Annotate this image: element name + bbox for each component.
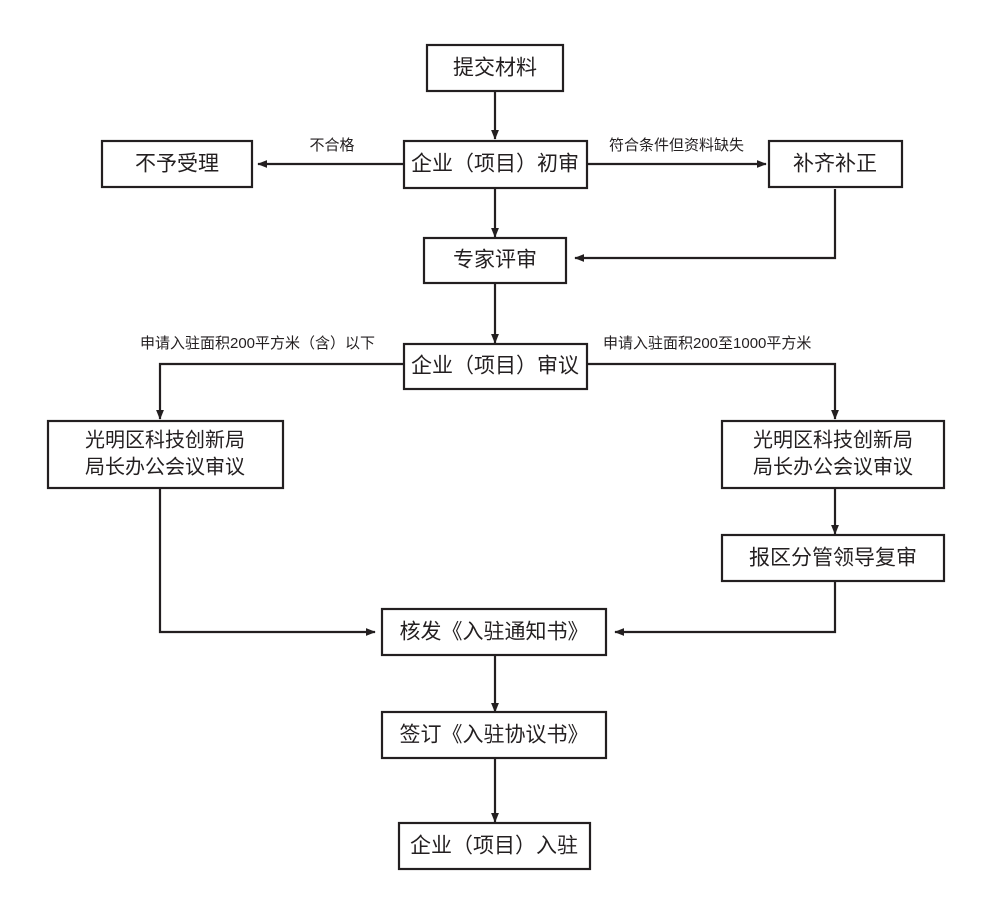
edge-deliberation-to-bureau-right: [587, 362, 839, 420]
node-reject[interactable]: 不予受理: [100, 139, 254, 189]
node-move-in[interactable]: 企业（项目）入驻: [397, 821, 592, 871]
edge-label-unqualified: 不合格: [309, 137, 354, 154]
node-submit[interactable]: 提交材料: [425, 43, 565, 93]
node-expert-review[interactable]: 专家评审: [422, 236, 568, 285]
node-supplement-label: 补齐补正: [793, 153, 877, 176]
edge-label-area-large: 申请入驻面积200至1000平方米: [603, 335, 811, 352]
node-deliberation[interactable]: 企业（项目）审议: [402, 342, 589, 391]
edge-bureau-left-to-issue-notice: [158, 488, 376, 636]
node-district-lead-label: 报区分管领导复审: [749, 547, 917, 570]
node-sign-agreement-label: 签订《入驻协议书》: [400, 724, 589, 747]
node-bureau-right[interactable]: 光明区科技创新局 局长办公会议审议: [720, 419, 946, 490]
node-supplement[interactable]: 补齐补正: [767, 139, 904, 189]
edge-deliberation-to-bureau-left: [156, 362, 404, 420]
node-sign-agreement[interactable]: 签订《入驻协议书》: [380, 710, 608, 760]
node-submit-label: 提交材料: [453, 57, 537, 80]
node-reject-label: 不予受理: [135, 153, 219, 176]
node-bureau-left-label-line2: 局长办公会议审议: [85, 455, 245, 478]
node-move-in-label: 企业（项目）入驻: [410, 835, 578, 858]
node-district-lead[interactable]: 报区分管领导复审: [720, 533, 946, 583]
node-issue-notice[interactable]: 核发《入驻通知书》: [380, 607, 608, 657]
node-bureau-right-label-line1: 光明区科技创新局: [753, 428, 913, 451]
node-first-review-label: 企业（项目）初审: [411, 153, 579, 176]
edge-label-missing-material: 符合条件但资料缺失: [609, 137, 744, 154]
node-bureau-left-label-line1: 光明区科技创新局: [85, 428, 245, 451]
node-issue-notice-label: 核发《入驻通知书》: [400, 621, 589, 644]
node-bureau-right-label-line2: 局长办公会议审议: [753, 455, 913, 478]
node-first-review[interactable]: 企业（项目）初审: [402, 139, 589, 190]
node-bureau-left[interactable]: 光明区科技创新局 局长办公会议审议: [46, 419, 285, 490]
node-deliberation-label: 企业（项目）审议: [411, 355, 579, 378]
edge-label-area-small: 申请入驻面积200平方米（含）以下: [140, 335, 375, 352]
edge-supplement-to-expert-review: [574, 189, 837, 262]
node-expert-review-label: 专家评审: [453, 249, 537, 272]
edge-district-lead-to-issue-notice: [614, 581, 837, 636]
